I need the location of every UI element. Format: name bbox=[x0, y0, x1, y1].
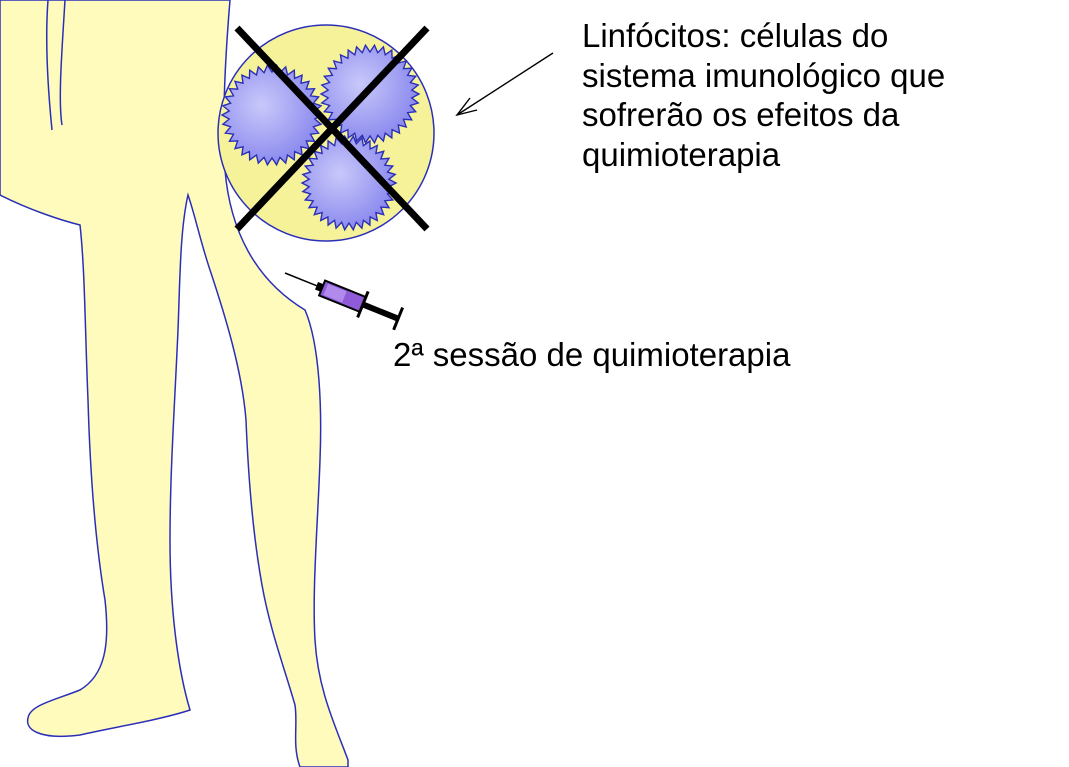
arm-line bbox=[46, 0, 53, 131]
lymphocytes-label-line-2: sistema imunológico que bbox=[582, 56, 946, 94]
body-silhouette bbox=[0, 0, 349, 767]
lymphocytes-label: Linfócitos: células do sistema imunológi… bbox=[582, 16, 945, 174]
lymphocytes-label-line-4: quimioterapia bbox=[582, 135, 781, 173]
lymphocytes-label-line-3: sofrerão os efeitos da bbox=[582, 96, 900, 134]
cross-mark-icon bbox=[234, 25, 430, 232]
hand-line bbox=[59, 0, 66, 126]
lymphocytes-label-line-1: Linfócitos: células do bbox=[582, 17, 889, 54]
human-body bbox=[0, 0, 349, 767]
lymphocyte-cells bbox=[220, 43, 421, 232]
chemo-session-label: 2ª sessão de quimioterapia bbox=[393, 336, 791, 373]
lymphocyte-cell bbox=[300, 134, 398, 232]
arrow-pointer bbox=[455, 52, 554, 117]
syringe-icon bbox=[284, 272, 405, 331]
